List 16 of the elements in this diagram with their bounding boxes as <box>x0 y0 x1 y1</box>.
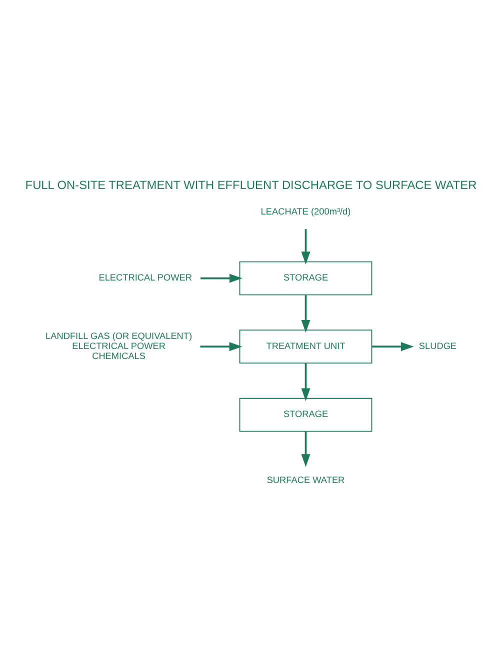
node-text: SURFACE WATER <box>266 474 345 485</box>
arrow <box>372 342 414 351</box>
arrow <box>301 362 310 401</box>
node-box: STORAGE <box>239 397 372 432</box>
node-text: LANDFILL GAS (OR EQUIVALENT) ELECTRICAL POWER CHEMICALS <box>46 330 192 360</box>
arrow <box>301 228 310 264</box>
arrow <box>301 294 310 332</box>
arrow <box>301 431 310 467</box>
node-text: SLUDGE <box>418 340 457 350</box>
arrow <box>200 342 242 351</box>
diagram-title: FULL ON-SITE TREATMENT WITH EFFLUENT DISCHARGE TO SURFACE WATER <box>25 177 477 192</box>
node-text: ELECTRICAL POWER <box>98 272 192 282</box>
node-box: STORAGE <box>239 260 372 295</box>
node-box: TREATMENT UNIT <box>239 329 372 364</box>
node-text: LEACHATE (200m³/d) <box>260 206 351 216</box>
arrow <box>200 273 242 282</box>
